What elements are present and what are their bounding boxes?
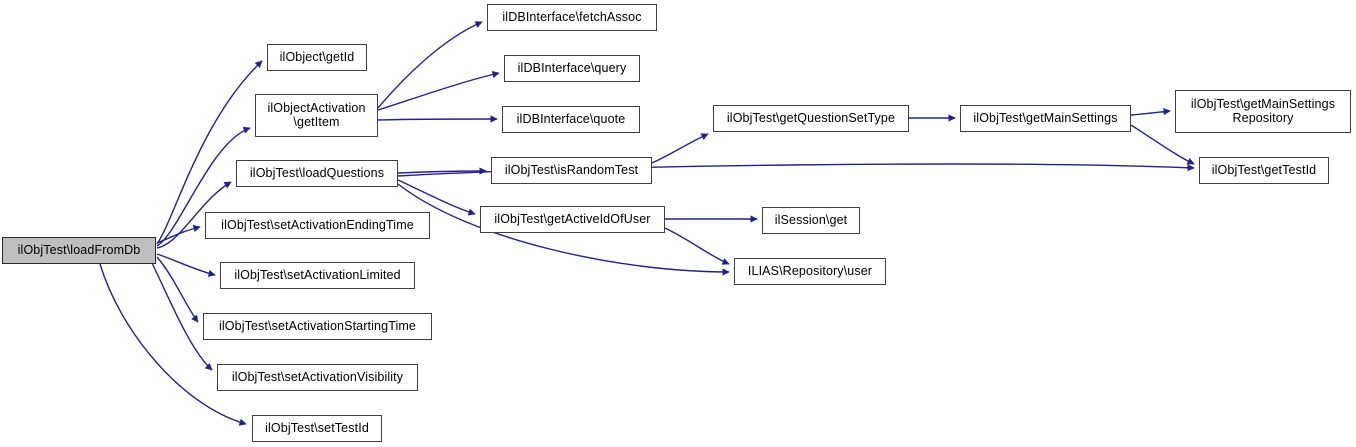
graph-node-loadFromDb[interactable]: ilObjTest\loadFromDb [2,237,156,264]
call-edge [156,256,199,323]
graph-node-repositoryUser[interactable]: ILIAS\Repository\user [734,258,886,285]
graph-node-label: ilDBInterface\quote [516,111,626,126]
graph-node-loadQuestions[interactable]: ilObjTest\loadQuestions [236,160,398,187]
graph-node-label: ilObjTest\isRandomTest [504,162,639,177]
graph-node-getItem[interactable]: ilObjectActivation \getItem [255,94,378,137]
graph-node-label: ilObjTest\setActivationVisibility [231,369,404,384]
graph-node-label: ilDBInterface\fetchAssoc [502,9,642,24]
call-edge [397,167,487,175]
graph-node-label: ilDBInterface\query [517,60,627,75]
graph-node-query[interactable]: ilDBInterface\query [504,55,640,82]
graph-node-label: ilObjTest\getQuestionSetType [726,110,896,125]
graph-node-fetchAssoc[interactable]: ilDBInterface\fetchAssoc [487,4,657,31]
graph-node-getMainSettingsRepository[interactable]: ilObjTest\getMainSettings Repository [1175,90,1351,133]
call-edge [156,253,216,277]
call-edge [397,179,476,216]
graph-node-getQuestionSetType[interactable]: ilObjTest\getQuestionSetType [713,105,909,132]
graph-node-label: ilObject\getId [279,49,355,64]
graph-node-getMainSettings[interactable]: ilObjTest\getMainSettings [960,105,1131,132]
graph-node-label: ilObjTest\setActivationStartingTime [218,318,417,333]
graph-node-sessionGet[interactable]: ilSession\get [762,207,860,234]
graph-node-label: ILIAS\Repository\user [747,263,873,278]
graph-node-label: ilObjectActivation \getItem [267,101,366,129]
call-edge [664,227,730,265]
graph-node-getActiveIdOfUser[interactable]: ilObjTest\getActiveIdOfUser [480,206,665,233]
graph-node-isRandomTest[interactable]: ilObjTest\isRandomTest [491,157,652,184]
graph-node-setActivationStartingTime[interactable]: ilObjTest\setActivationStartingTime [203,313,432,340]
graph-node-label: ilSession\get [774,212,848,227]
graph-node-setActivationLimited[interactable]: ilObjTest\setActivationLimited [220,262,415,289]
graph-node-label: ilObjTest\setTestId [265,420,369,435]
call-edge [651,133,709,164]
call-edge [377,115,498,123]
graph-node-label: ilObjTest\getActiveIdOfUser [494,211,651,226]
graph-node-setActivationVisibility[interactable]: ilObjTest\setActivationVisibility [217,364,418,391]
graph-node-quote[interactable]: ilDBInterface\quote [502,106,640,133]
graph-node-setTestId[interactable]: ilObjTest\setTestId [252,415,382,442]
graph-node-getId[interactable]: ilObject\getId [267,44,367,71]
call-edge [156,224,201,244]
graph-node-label: ilObjTest\loadFromDb [17,242,141,257]
call-edge [1130,108,1171,116]
graph-node-label: ilObjTest\getMainSettings Repository [1190,97,1336,125]
call-edge [377,21,483,109]
graph-node-label: ilObjTest\loadQuestions [249,165,385,180]
graph-node-getTestId[interactable]: ilObjTest\getTestId [1199,157,1329,184]
graph-node-label: ilObjTest\setActivationLimited [234,267,401,282]
graph-node-label: ilObjTest\setActivationEndingTime [221,217,414,232]
graph-node-label: ilObjTest\getMainSettings [973,110,1118,125]
call-edge [377,70,500,111]
graph-node-label: ilObjTest\getTestId [1211,162,1317,177]
graph-node-setActivationEndingTime[interactable]: ilObjTest\setActivationEndingTime [205,212,430,239]
